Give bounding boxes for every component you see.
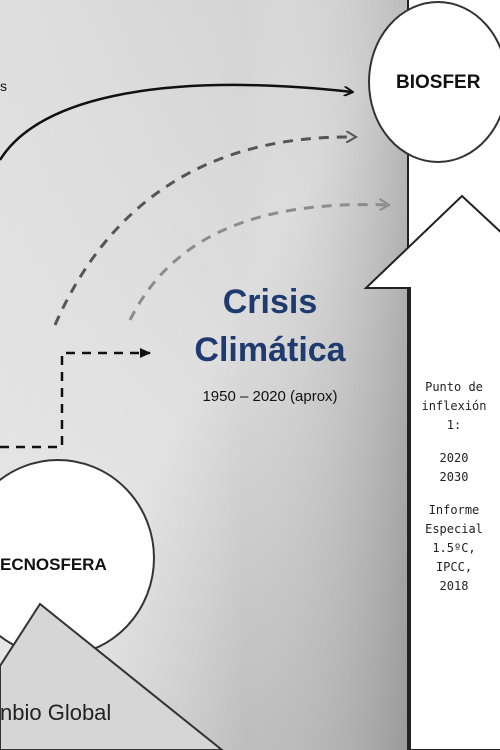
crisis-title-line2: Climática xyxy=(194,331,346,369)
inflexion-year2: 2030 xyxy=(439,470,469,484)
report-line3: 1.5ºC, xyxy=(432,541,476,555)
tecnosfera-label: ECNOSFERA xyxy=(0,555,107,574)
biosfera-circle xyxy=(368,1,500,163)
crisis-dates: 1950 – 2020 (aprox) xyxy=(202,388,338,405)
report-line5: 2018 xyxy=(439,579,469,593)
inflexion-line3: 1: xyxy=(446,418,462,432)
inflexion-year1: 2020 xyxy=(439,451,469,465)
dark-dashed-curved-arrow xyxy=(53,137,355,326)
elbow-dashed-arrow xyxy=(0,348,151,449)
inflexion-up-arrow xyxy=(363,194,500,750)
light-dashed-curved-arrow xyxy=(128,205,388,321)
report-line2: Especial xyxy=(425,522,483,536)
inflexion-text: Punto de inflexión 1: 2020 2030 Informe … xyxy=(412,378,496,596)
left-fragment-label: s xyxy=(0,78,7,94)
cambio-global-triangle xyxy=(0,602,224,750)
solid-curved-arrow xyxy=(0,83,352,161)
inflexion-line2: inflexión xyxy=(421,399,487,413)
cambio-global-label: nbio Global xyxy=(0,700,112,725)
inflexion-line1: Punto de xyxy=(425,380,483,394)
report-line4: IPCC, xyxy=(435,560,473,574)
crisis-climatica-title: Crisis Climática xyxy=(170,278,370,374)
biosfera-label: BIOSFER xyxy=(396,72,481,93)
crisis-title-line1: Crisis xyxy=(222,283,318,321)
report-line1: Informe xyxy=(428,503,480,517)
